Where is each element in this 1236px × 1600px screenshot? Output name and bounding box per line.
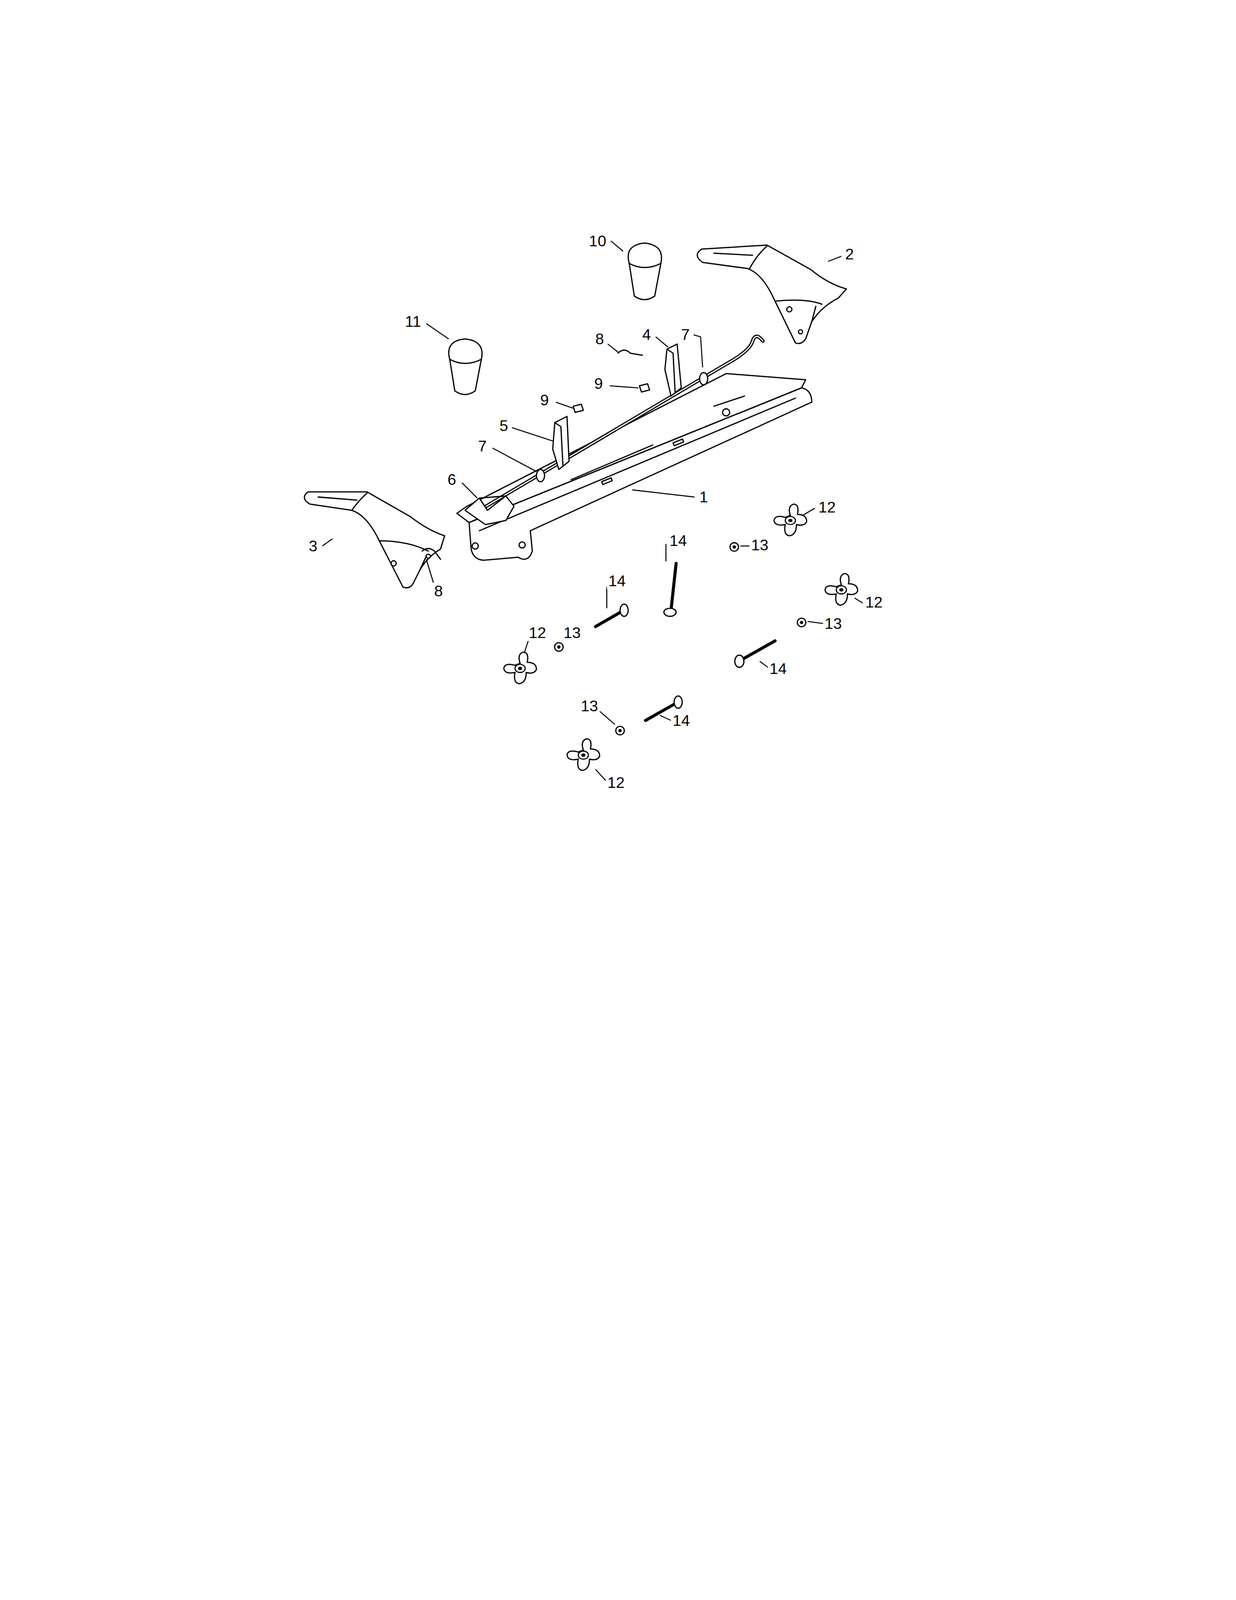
callout-number: 13 [562, 624, 583, 641]
callout-number: 7 [679, 326, 692, 343]
star-knob [824, 573, 858, 605]
callout-number: 9 [538, 391, 551, 409]
collar [536, 469, 545, 482]
carriage-bolt-head [619, 603, 629, 617]
star-knob [503, 651, 537, 684]
callout-number: 8 [432, 582, 445, 600]
carriage-bolt-head [674, 695, 683, 708]
callout-number: 13 [823, 615, 844, 632]
callout-number: 9 [592, 375, 605, 392]
rail-slot [673, 439, 684, 446]
washer [729, 542, 739, 552]
washer [797, 618, 807, 627]
handle-detail [713, 246, 823, 322]
callout-number: 12 [863, 593, 885, 611]
callout-number: 11 [403, 313, 423, 330]
handle-hole [798, 329, 803, 334]
carriage-bolt [670, 563, 677, 611]
rail-slot [601, 477, 613, 485]
washer [615, 726, 625, 735]
carriage-bolt [595, 611, 623, 627]
bracket-plate [665, 344, 682, 397]
callout-number: 14 [667, 532, 689, 549]
hair-clip [618, 349, 643, 356]
bracket-plate-edge [666, 348, 676, 392]
callout-number: 1 [697, 488, 710, 506]
rail-hole [472, 542, 479, 550]
shift-knob [448, 338, 483, 395]
star-knob [774, 504, 807, 536]
pin [639, 383, 650, 393]
handle-hole [426, 554, 430, 558]
callout-number: 12 [605, 774, 627, 791]
callout-number: 12 [527, 624, 548, 641]
callout-number: 7 [476, 437, 489, 455]
hair-clip [422, 548, 441, 559]
callout-number: 5 [497, 417, 510, 434]
washer [554, 642, 564, 652]
carriage-bolt-head [734, 654, 745, 667]
handle-detail [317, 492, 428, 570]
callout-number: 8 [593, 330, 606, 348]
callout-number: 13 [749, 536, 771, 554]
shift-rod-inner [479, 336, 763, 511]
rail-hole [722, 408, 730, 416]
leader-lines [322, 240, 863, 781]
callout-number: 14 [768, 660, 789, 677]
handle-left [304, 491, 445, 588]
shift-knob [628, 242, 662, 300]
rail-hole [519, 541, 526, 549]
bracket-plate [552, 416, 570, 470]
bracket-plate-edge [554, 422, 564, 466]
pin [572, 404, 584, 413]
shift-knob-line [629, 263, 661, 268]
shift-rod [479, 336, 763, 511]
callout-number: 14 [671, 712, 692, 729]
bracket [464, 495, 514, 525]
shift-knob-line [449, 359, 482, 364]
handle-hole [786, 306, 793, 313]
star-knob [567, 738, 600, 771]
callout-number: 2 [843, 245, 856, 263]
handle-hole [391, 560, 397, 567]
callout-number: 4 [640, 326, 653, 343]
carriage-bolt [742, 640, 776, 660]
callout-number: 13 [579, 697, 600, 714]
carriage-bolt-head [664, 607, 677, 617]
handle-right [697, 244, 847, 344]
callout-number: 14 [606, 572, 628, 589]
callout-number: 12 [817, 498, 838, 516]
callout-number: 6 [445, 471, 458, 488]
collar [699, 372, 708, 385]
callout-number: 10 [587, 232, 608, 250]
callout-number: 3 [307, 537, 319, 555]
